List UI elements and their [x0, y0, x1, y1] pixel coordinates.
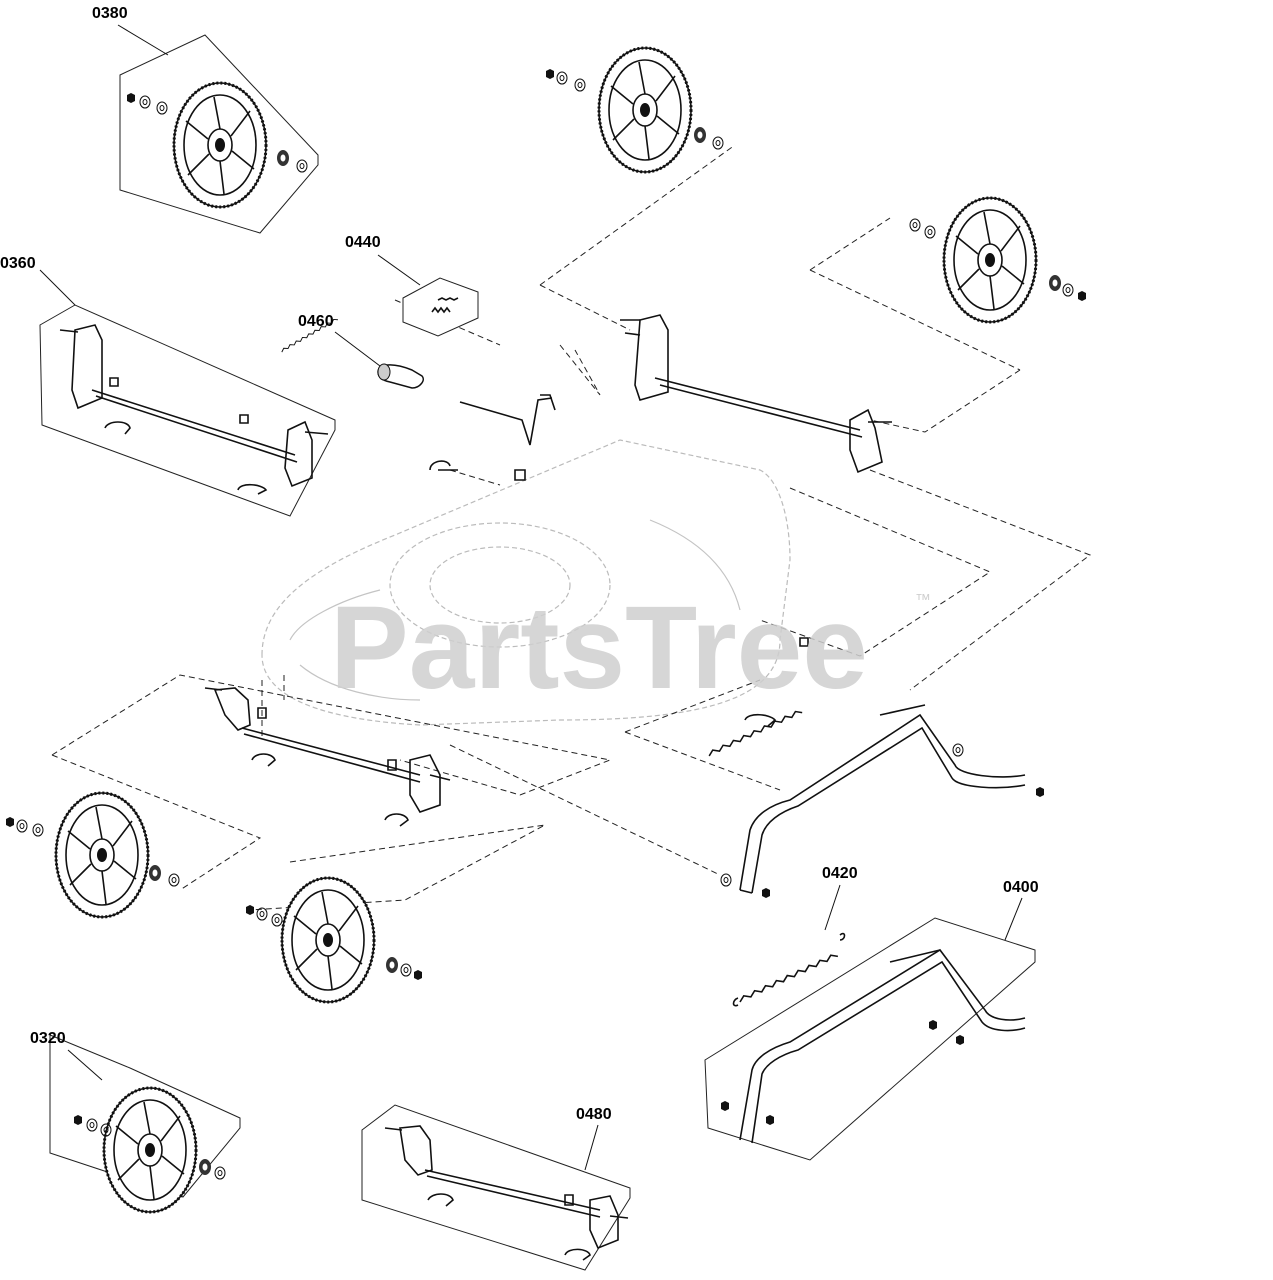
handle-bar-assembly	[706, 637, 1044, 898]
mower-deck-outline	[261, 439, 791, 726]
callout-0440[interactable]: 0440	[345, 234, 381, 251]
leader-lines	[39, 24, 1023, 1171]
callout-0380[interactable]: 0380	[92, 5, 128, 22]
rear-axle-kit-0360[interactable]	[39, 304, 336, 517]
callout-0360[interactable]: 0360	[0, 255, 36, 272]
handle-grip-0460[interactable]	[377, 363, 424, 389]
front-wheel-right	[246, 876, 422, 1004]
callout-0320[interactable]: 0320	[30, 1030, 66, 1047]
callout-0480[interactable]: 0480	[576, 1106, 612, 1123]
spring-kit-0440[interactable]	[402, 277, 479, 337]
front-wheel-left	[6, 791, 180, 919]
callout-0460[interactable]: 0460	[298, 313, 334, 330]
callout-0420[interactable]: 0420	[822, 865, 858, 882]
rear-axle-assembly	[620, 314, 892, 474]
handle-kit-0400[interactable]	[704, 917, 1036, 1161]
callout-0400[interactable]: 0400	[1003, 879, 1039, 896]
rear-wheel-right	[909, 196, 1086, 324]
connector-lines	[51, 144, 1092, 911]
spring-0420[interactable]	[732, 932, 846, 1007]
watermark-trademark: ™	[915, 592, 931, 609]
front-axle-kit-0480[interactable]	[361, 1104, 631, 1271]
watermark-text: PartsTree	[330, 582, 868, 714]
height-adjust-lever	[280, 317, 556, 481]
wheel-kit-0320[interactable]	[49, 1034, 241, 1214]
rear-wheel-upper	[546, 46, 724, 174]
wheel-kit-0380[interactable]	[119, 34, 319, 234]
front-axle-assembly	[204, 687, 451, 827]
